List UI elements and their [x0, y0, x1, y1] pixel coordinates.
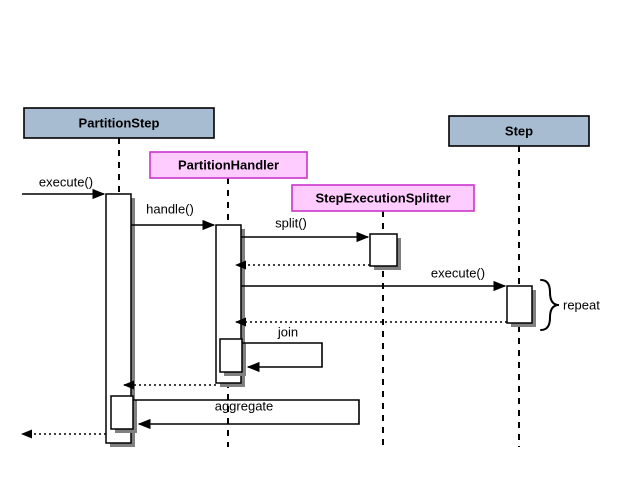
activation-bar-act-splitter	[369, 233, 398, 267]
self-message-path-msg-join	[242, 342, 323, 373]
participant-step-execution-splitter[interactable]: StepExecutionSplitter	[291, 184, 475, 212]
self-message-label-msg-aggregate: aggregate	[215, 398, 274, 413]
message-label-msg-execute-step: execute()	[431, 265, 485, 280]
participant-step[interactable]: Step	[448, 115, 590, 147]
activation-bar-act-step-aggregate	[110, 395, 134, 430]
self-message-label-msg-join: join	[277, 324, 298, 339]
message-label-msg-execute-external: execute()	[39, 174, 93, 189]
activations-layer	[105, 193, 536, 447]
participant-box-partition-handler[interactable]	[149, 151, 308, 179]
participant-box-step[interactable]	[448, 115, 590, 147]
annotations-layer: repeat	[540, 279, 600, 331]
self-message-path-msg-aggregate	[133, 399, 360, 430]
activation-bar-act-handler-join	[219, 338, 243, 373]
participant-label-step: Step	[505, 123, 533, 138]
message-label-msg-split: split()	[275, 215, 307, 230]
participant-box-partition-step[interactable]	[23, 107, 215, 139]
participant-label-step-execution-splitter: StepExecutionSplitter	[315, 190, 450, 205]
participant-label-partition-handler: PartitionHandler	[178, 157, 279, 172]
self-messages-layer: join aggregate	[133, 324, 360, 430]
annotation-label-repeat-brace: repeat	[563, 297, 600, 312]
participant-box-step-execution-splitter[interactable]	[291, 184, 475, 212]
messages-layer: execute() handle() split() execute()	[20, 174, 507, 439]
message-label-msg-handle: handle()	[146, 201, 194, 216]
participants-layer: PartitionStepPartitionHandlerStepExecuti…	[23, 107, 590, 212]
repeat-brace-icon	[540, 279, 560, 331]
participant-partition-step[interactable]: PartitionStep	[23, 107, 215, 139]
participant-label-partition-step: PartitionStep	[79, 115, 160, 130]
activation-bar-act-step	[506, 285, 533, 324]
participant-partition-handler[interactable]: PartitionHandler	[149, 151, 308, 179]
